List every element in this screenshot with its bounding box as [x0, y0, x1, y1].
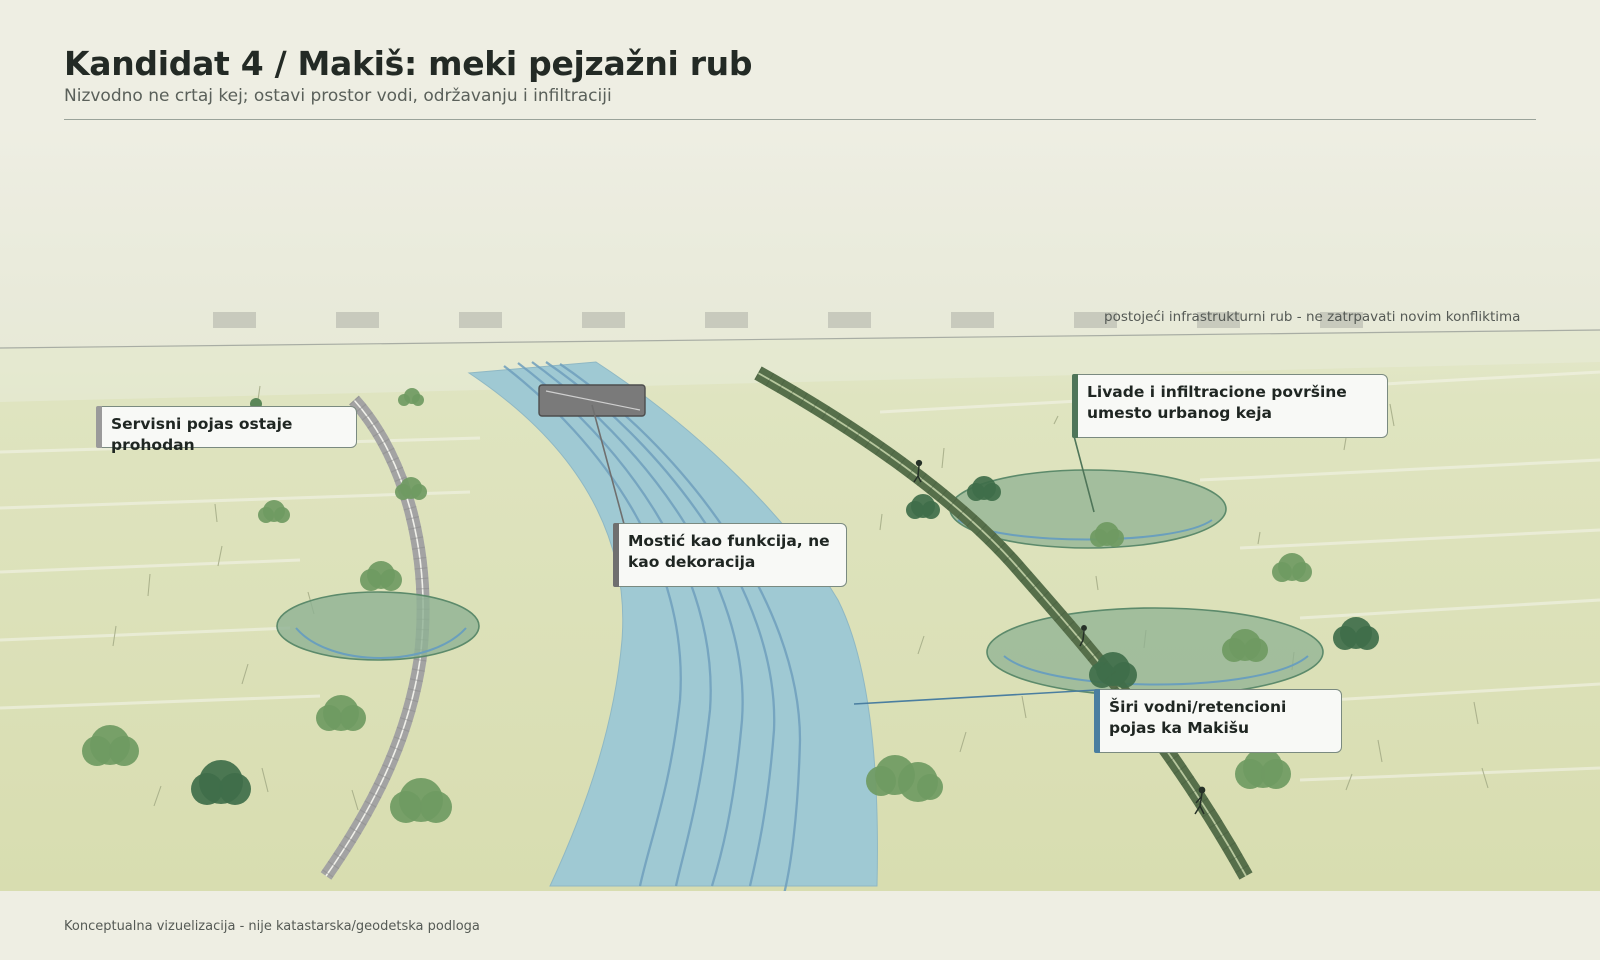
infrastructure-dashes: [213, 312, 1363, 328]
footbridge-deck-line: [545, 390, 641, 411]
callout-water-belt-text: Širi vodni/retencioni pojas ka Makišu: [1109, 698, 1287, 737]
callout-service-strip-text: Servisni pojas ostaje prohodan: [111, 415, 293, 454]
callout-footbridge-text: Mostić kao funkcija, ne kao dekoracija: [628, 532, 830, 571]
callout-service-strip: Servisni pojas ostaje prohodan: [96, 406, 357, 454]
page-title: Kandidat 4 / Makiš: meki pejzažni rub: [64, 44, 753, 83]
tree-cluster: [1333, 617, 1379, 650]
tree-cluster: [866, 755, 943, 802]
tree-cluster: [967, 476, 1001, 501]
retention-area-left: [276, 591, 480, 661]
tree-cluster: [82, 725, 139, 766]
pedestrian-figures: [913, 459, 1206, 815]
tree-cluster: [398, 388, 424, 406]
infrastructure-edge-label: postojeći infrastrukturni rub - ne zatrp…: [1104, 309, 1521, 325]
green-path-center: [757, 372, 1247, 877]
infrastructure-edge-line: [0, 329, 1600, 349]
leader-line-meadows: [1073, 435, 1095, 513]
tree-cluster: [1089, 652, 1137, 688]
tree-cluster: [395, 477, 427, 500]
tree-cluster: [906, 494, 940, 519]
tree-cluster: [1090, 522, 1124, 547]
tree-cluster: [390, 778, 452, 823]
trees: [82, 388, 1379, 823]
tree-cluster: [316, 695, 366, 731]
callout-meadows: Livade i infiltracione površine umesto u…: [1072, 374, 1388, 438]
tree-cluster: [191, 760, 251, 805]
footer-note: Konceptualna vizuelizacija - nije katast…: [64, 919, 480, 934]
retention-area-lower: [986, 607, 1324, 697]
callout-footbridge: Mostić kao funkcija, ne kao dekoracija: [613, 523, 847, 587]
tree-cluster: [1222, 629, 1268, 662]
tree-cluster: [1272, 553, 1312, 582]
tree-cluster: [360, 561, 402, 591]
leader-line-water-belt: [853, 689, 1097, 705]
leader-line-footbridge: [591, 404, 625, 525]
service-track-ties: [320, 395, 430, 880]
retention-arc-left: [295, 627, 467, 659]
page-subtitle: Nizvodno ne crtaj kej; ostavi prostor vo…: [64, 86, 612, 106]
ground-haze: [0, 330, 1600, 402]
callout-water-belt: Širi vodni/retencioni pojas ka Makišu: [1094, 689, 1342, 753]
footer-band: [0, 891, 1600, 960]
tree-cluster: [1235, 748, 1291, 789]
retention-arc-lower: [1003, 655, 1309, 686]
water-flow-lines: [503, 361, 802, 895]
tree-cluster: [258, 500, 290, 523]
header-divider: [64, 119, 1536, 120]
callout-meadows-text: Livade i infiltracione površine umesto u…: [1087, 383, 1347, 422]
